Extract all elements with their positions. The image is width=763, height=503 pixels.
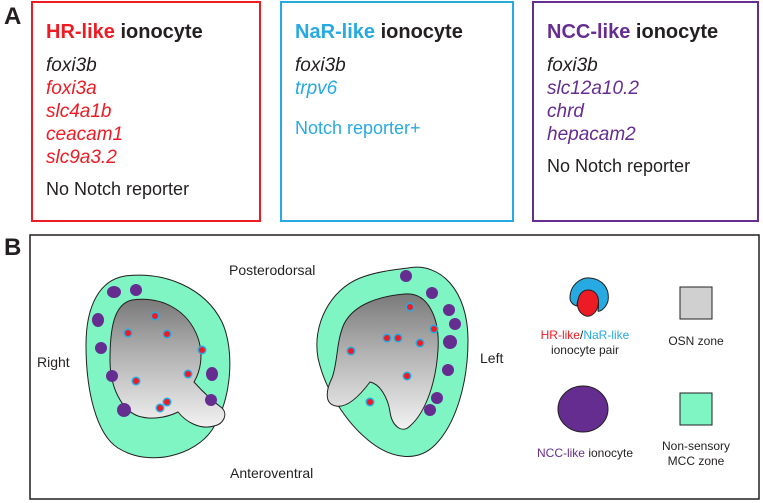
ionocyte-pair — [183, 369, 193, 379]
ionocyte-pair — [393, 333, 403, 343]
hr-like-title-prefix: HR-like — [46, 21, 115, 43]
gene-label: hepacam2 — [547, 124, 636, 145]
hr-like-title-suffix: ionocyte — [114, 21, 203, 43]
ncc-ionocyte-group-right — [92, 284, 218, 417]
ncc-like-title-suffix: ionocyte — [630, 21, 719, 43]
ncc-ionocyte — [426, 287, 438, 299]
right-side-label: Right — [37, 354, 70, 370]
legend-ionocyte-pair-icon — [569, 277, 609, 317]
osn-zone — [326, 293, 439, 430]
ncc-ionocyte — [400, 270, 412, 282]
ionocyte-pair — [123, 328, 133, 338]
gene-label: slc9a3.2 — [46, 147, 117, 168]
legend-ncc-like-text: NCC-like — [536, 446, 585, 460]
ionocyte-pair — [155, 403, 165, 413]
legend-mcc-zone-square — [679, 392, 713, 426]
anteroventral-label: Anteroventral — [230, 465, 314, 481]
ionocyte-pair — [382, 333, 392, 343]
ncc-like-title: NCC-like ionocyte — [547, 21, 718, 44]
panel-a-label: A — [4, 3, 22, 30]
legend-pair-suffix: ionocyte pair — [550, 343, 620, 357]
ionocyte-pair — [429, 324, 439, 334]
ionocyte-pair — [150, 311, 160, 321]
ncc-ionocyte — [92, 313, 104, 327]
ncc-ionocyte — [130, 284, 142, 296]
gene-label: slc4a1b — [46, 101, 112, 122]
ionocyte-pair — [162, 397, 172, 407]
panel-b-frame — [29, 234, 760, 500]
panel-b-label: B — [4, 234, 22, 261]
ncc-like-box: NCC-like ionocyte foxi3b slc12a10.2 chrd… — [532, 1, 759, 222]
legend-osn-zone-label: OSN zone — [668, 334, 724, 348]
ionocyte-pair — [346, 346, 356, 356]
ionocyte-pair — [402, 371, 412, 381]
hr-like-box: HR-like ionocyte foxi3b foxi3a slc4a1b c… — [31, 1, 261, 222]
legend-ncc-ionocyte-label: NCC-like ionocyte — [524, 446, 646, 461]
olfactory-organ-right — [85, 274, 231, 459]
legend-mcc-line1: Non-sensory — [661, 439, 731, 453]
ncc-ionocyte — [206, 367, 218, 381]
ncc-ionocyte — [442, 364, 454, 376]
nar-like-title-prefix: NaR-like — [295, 21, 376, 43]
posterodorsal-label: Posterodorsal — [229, 262, 316, 278]
ionocyte-pair — [365, 397, 375, 407]
hr-like-title: HR-like ionocyte — [46, 21, 203, 44]
legend-pair-separator: / — [579, 328, 584, 342]
ncc-like-title-prefix: NCC-like — [547, 21, 631, 43]
gene-label: ceacam1 — [46, 124, 124, 145]
gene-label: foxi3b — [46, 55, 97, 76]
ncc-ionocyte — [443, 335, 457, 349]
gene-label: trpv6 — [295, 78, 338, 99]
ncc-ionocyte — [107, 286, 121, 298]
legend-mcc-line2: MCC zone — [667, 454, 725, 468]
ncc-ionocyte — [95, 342, 107, 354]
ncc-ionocyte — [449, 318, 461, 330]
ncc-ionocyte — [443, 304, 455, 316]
notch-note: No Notch reporter — [46, 179, 190, 199]
legend-osn-zone-square — [679, 286, 713, 320]
ionocyte-pair — [131, 376, 141, 386]
nar-like-box: NaR-like ionocyte foxi3b trpv6 Notch rep… — [280, 1, 514, 222]
ionocyte-pairs-right — [123, 311, 207, 413]
gene-label: foxi3b — [295, 55, 346, 76]
legend-ncc-ionocyte-circle — [557, 385, 609, 433]
legend-nar-like-text: NaR-like — [583, 328, 630, 342]
ionocyte-pair — [405, 302, 415, 312]
ionocyte-pair — [162, 329, 172, 339]
gene-label: slc12a10.2 — [547, 78, 639, 99]
ncc-ionocyte — [424, 404, 436, 416]
ncc-ionocyte — [117, 403, 131, 417]
notch-note: No Notch reporter — [547, 156, 691, 176]
legend-ionocyte-pair-label: HR-like/NaR-like ionocyte pair — [530, 328, 640, 358]
legend-mcc-zone-label: Non-sensory MCC zone — [650, 439, 742, 469]
legend-ncc-suffix: ionocyte — [584, 446, 634, 460]
ionocyte-pair — [415, 338, 425, 348]
notch-note: Notch reporter+ — [295, 118, 421, 138]
ncc-ionocyte — [106, 370, 118, 382]
ncc-ionocyte-group-left — [400, 270, 461, 416]
nar-like-title: NaR-like ionocyte — [295, 21, 463, 44]
gene-label: foxi3a — [46, 78, 97, 99]
left-side-label: Left — [480, 350, 504, 366]
legend-hr-like-text: HR-like — [540, 328, 580, 342]
gene-label: foxi3b — [547, 55, 598, 76]
ionocyte-pair — [197, 345, 207, 355]
gene-label: chrd — [547, 101, 584, 122]
ncc-ionocyte — [431, 392, 443, 404]
ncc-ionocyte — [205, 394, 217, 406]
nar-like-title-suffix: ionocyte — [375, 21, 463, 43]
ionocyte-pairs-left — [346, 302, 439, 407]
olfactory-organ-left — [316, 266, 469, 457]
